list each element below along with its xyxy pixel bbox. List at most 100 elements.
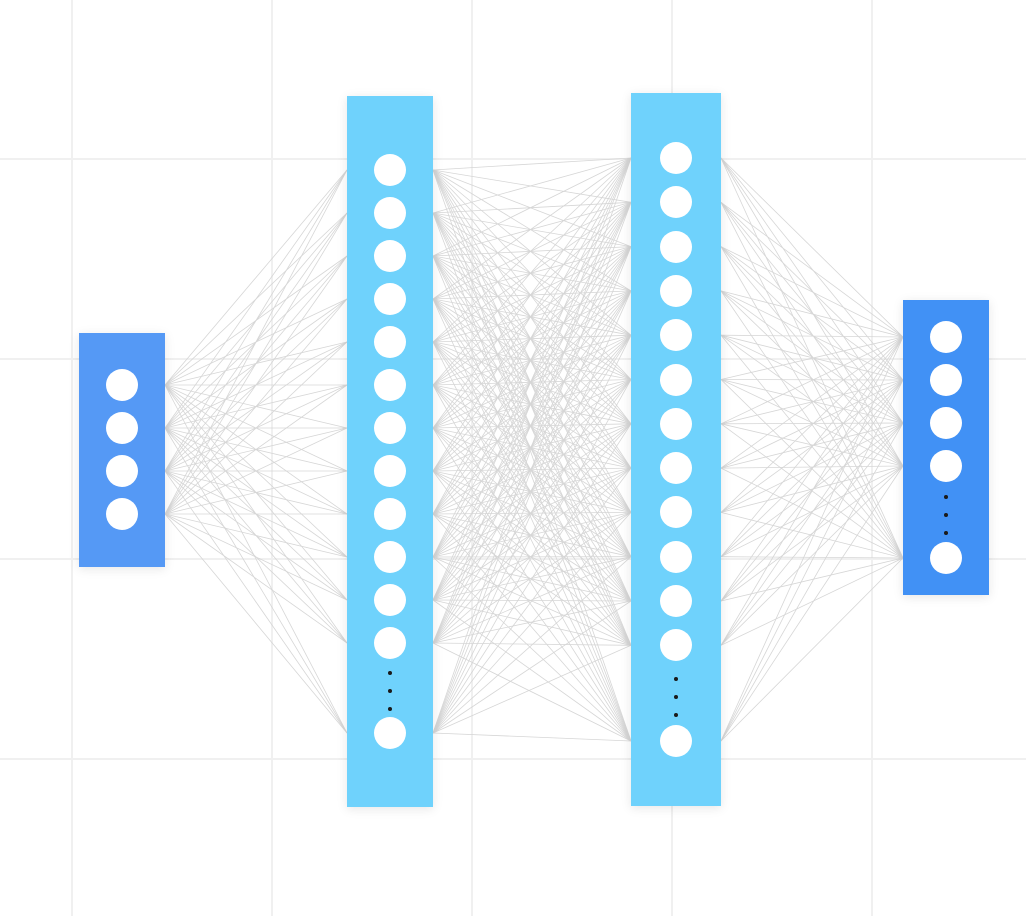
ellipsis-dot (674, 695, 678, 699)
connection-line (720, 512, 904, 559)
connection-line (432, 255, 632, 425)
connection-line (432, 470, 632, 558)
neuron (660, 230, 692, 263)
connection-line (432, 334, 632, 472)
connection-line (432, 157, 632, 171)
connection-line (720, 422, 904, 425)
connection-line (432, 290, 632, 343)
hidden-layer-2 (631, 93, 721, 806)
connection-line (720, 422, 904, 646)
connection-line (432, 212, 632, 742)
connection-line (720, 336, 904, 380)
connection-line (432, 427, 632, 513)
connection-line (432, 157, 632, 214)
ellipsis-dot (944, 495, 948, 499)
connection-line (432, 341, 632, 469)
connection-line (720, 246, 904, 381)
connection-line (720, 336, 904, 557)
connection-line (164, 513, 348, 644)
connection-line (432, 513, 632, 742)
connection-line (164, 169, 348, 429)
connection-line (720, 157, 904, 381)
neuron (374, 412, 406, 444)
connection-line (720, 201, 904, 338)
neuron (930, 321, 962, 353)
neuron (930, 450, 962, 482)
connection-line (432, 341, 632, 557)
connection-line (720, 334, 904, 338)
connection-line (432, 255, 632, 380)
connection-line (432, 379, 632, 472)
neuron (374, 154, 406, 186)
connection-line (432, 246, 632, 734)
connection-line (432, 427, 632, 646)
connection-line (432, 470, 632, 513)
connection-line (720, 556, 904, 559)
connection-line (432, 169, 632, 247)
connection-line (432, 334, 632, 343)
connection-line (432, 423, 632, 734)
connection-line (432, 467, 632, 734)
neuron (374, 240, 406, 272)
ellipsis-dot (674, 677, 678, 681)
connection-line (432, 379, 632, 429)
connection-line (720, 290, 904, 381)
connection-line (432, 423, 632, 472)
connection-line (432, 341, 632, 380)
connection-line (720, 465, 904, 646)
connection-line (720, 465, 904, 558)
connection-line (432, 341, 632, 602)
connection-line (432, 157, 632, 429)
connection-line (432, 642, 632, 742)
connection-line (720, 557, 904, 646)
connection-line (432, 169, 632, 203)
connection-line (164, 298, 348, 515)
connection-line (432, 341, 632, 646)
connection-line (720, 157, 904, 338)
connection-line (720, 379, 904, 467)
connection-line (720, 379, 904, 742)
connection-line (164, 341, 348, 515)
connection-line (432, 157, 632, 515)
ellipsis-dot (388, 671, 392, 675)
neuron (930, 364, 962, 396)
connection-line (164, 169, 348, 472)
neuron (106, 498, 138, 530)
connection-line (432, 157, 632, 558)
ellipsis-dot (388, 707, 392, 711)
connection-line (432, 427, 632, 558)
connection-line (432, 212, 632, 469)
connection-line (432, 298, 632, 742)
connection-line (164, 427, 348, 515)
connection-line (720, 336, 904, 646)
connection-line (432, 384, 632, 602)
connection-line (432, 341, 632, 742)
connection-line (164, 513, 348, 558)
connection-line (432, 599, 632, 742)
connection-line (720, 422, 904, 513)
connection-line (432, 212, 632, 380)
neuron (374, 197, 406, 229)
neuron (374, 541, 406, 573)
connection-line (164, 384, 348, 734)
connection-line (720, 157, 904, 424)
connection-line (432, 470, 632, 742)
connection-line (432, 246, 632, 300)
connection-line (164, 169, 348, 386)
connection-line (164, 169, 348, 515)
input-layer (79, 333, 165, 567)
neuron (660, 142, 692, 174)
ellipsis-dot (944, 531, 948, 535)
neuron (374, 627, 406, 659)
connection-line (432, 212, 632, 247)
connection-line (720, 379, 904, 646)
connection-line (720, 334, 904, 424)
connection-line (164, 212, 348, 515)
neuron (660, 363, 692, 396)
connection-line (720, 465, 904, 742)
neuron (374, 283, 406, 315)
connection-line (432, 246, 632, 257)
connection-line (432, 556, 632, 742)
connection-line (720, 202, 904, 467)
